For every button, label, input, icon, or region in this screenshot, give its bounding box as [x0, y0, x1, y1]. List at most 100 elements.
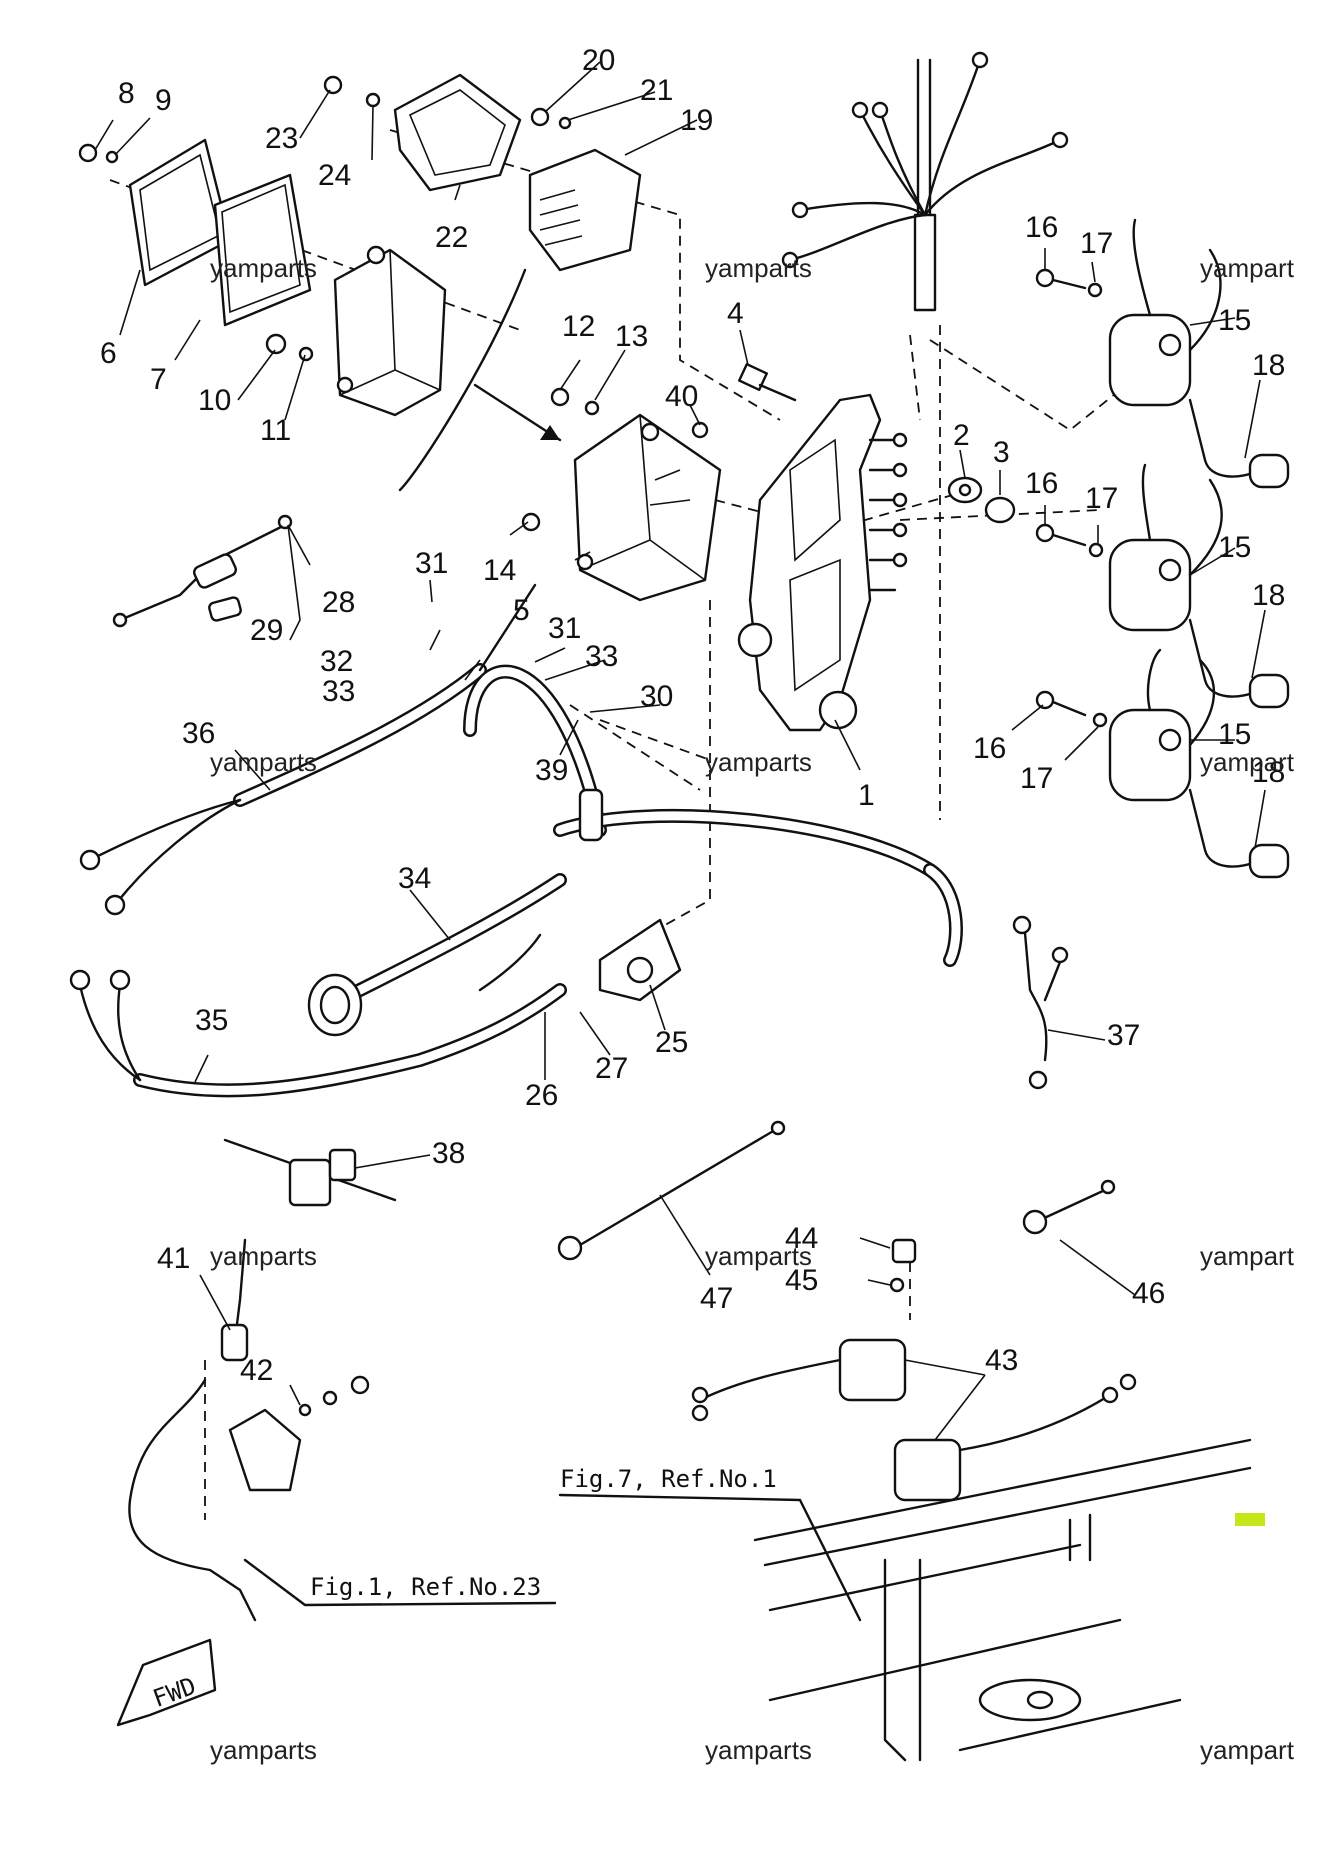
callout-label: 9	[155, 84, 172, 117]
watermarks: yamparts yamparts yampart yamparts yampa…	[210, 253, 1295, 1765]
part-cover-22	[393, 73, 522, 192]
ignition-coil-upper	[1108, 218, 1290, 489]
leader-curve	[398, 268, 527, 492]
watermark: yampart	[1200, 1735, 1295, 1765]
callout-label: 43	[985, 1344, 1018, 1377]
callout-label: 20	[582, 44, 615, 77]
callout-label: 32	[320, 645, 353, 678]
callout-label: 41	[157, 1242, 190, 1275]
part-cdi-unit-upper	[333, 245, 447, 417]
watermark: yamparts	[210, 253, 317, 283]
callout-label: 29	[250, 614, 283, 647]
callout-label: 33	[322, 675, 355, 708]
part-rectifier-19	[528, 148, 642, 272]
figure-ref-fig1: Fig.1, Ref.No.23	[310, 1573, 541, 1601]
callout-label: 3	[993, 436, 1010, 469]
callout-label: 40	[665, 380, 698, 413]
callout-label: 23	[265, 122, 298, 155]
callout-label: 46	[1132, 1277, 1165, 1310]
callout-label: 25	[655, 1026, 688, 1059]
callout-label: 12	[562, 310, 595, 343]
callout-label: 6	[100, 337, 117, 370]
part-gasket-7	[213, 173, 312, 327]
part-sensor-41-42	[128, 1238, 370, 1622]
callout-label: 15	[1218, 304, 1251, 337]
callout-label: 8	[118, 77, 135, 110]
callout-label: 1	[858, 779, 875, 812]
part-wire-37	[1012, 915, 1069, 1090]
callout-label: 17	[1080, 227, 1113, 260]
ignition-coil-middle	[1108, 463, 1290, 709]
callout-label: 15	[1218, 531, 1251, 564]
green-marker	[1235, 1513, 1265, 1526]
ignition-coil-lower	[1108, 648, 1290, 879]
watermark: yampart	[1200, 747, 1295, 777]
part-clamp-38	[223, 1138, 397, 1207]
callout-label: 5	[513, 594, 530, 627]
part-nut-washer	[947, 476, 1016, 524]
callout-label: 30	[640, 680, 673, 713]
callout-label: 21	[640, 74, 673, 107]
watermark: yamparts	[210, 1241, 317, 1271]
arrowhead	[540, 425, 560, 440]
watermark: yamparts	[705, 253, 812, 283]
wire-harness-34	[307, 873, 567, 1037]
watermark: yamparts	[210, 747, 317, 777]
callout-label: 16	[1025, 211, 1058, 244]
callout-label: 39	[535, 754, 568, 787]
watermark: yamparts	[705, 1241, 812, 1271]
callout-label: 28	[322, 586, 355, 619]
callout-label: 18	[1252, 756, 1285, 789]
part-wire-46	[1022, 1179, 1116, 1235]
callout-label: 27	[595, 1052, 628, 1085]
callout-label: 26	[525, 1079, 558, 1112]
callout-label: 31	[548, 612, 581, 645]
callout-label: 16	[973, 732, 1006, 765]
wire-harness-main	[781, 51, 1069, 312]
callout-label: 13	[615, 320, 648, 353]
fwd-arrow-icon	[116, 1638, 217, 1727]
callout-label: 17	[1020, 762, 1053, 795]
callout-label: 15	[1218, 718, 1251, 751]
callout-label: 42	[240, 1354, 273, 1387]
watermark: yampart	[1200, 253, 1295, 283]
watermark: yamparts	[210, 1735, 317, 1765]
callout-label: 11	[260, 414, 291, 447]
part-fuse-holder	[112, 514, 293, 628]
part-switch-25	[578, 788, 682, 1002]
callout-label: 14	[483, 554, 516, 587]
part-relays-43	[691, 1238, 1137, 1502]
leader-arrow-cdi	[473, 383, 562, 442]
wire-harness-36	[79, 583, 537, 916]
figref-leader-fig7	[558, 1493, 862, 1622]
callout-label: 47	[700, 1282, 733, 1315]
callout-label: 44	[785, 1222, 818, 1255]
callout-labels: 1 2 3 4 5 6 7 8 9 10 11 12 13 14 15 15 1…	[100, 44, 1285, 1387]
callout-label: 10	[198, 384, 231, 417]
callout-label: 4	[727, 297, 744, 330]
callout-label: 19	[680, 104, 713, 137]
wire-harness-loop	[463, 664, 963, 967]
coil-bolts	[1035, 268, 1108, 728]
callout-label: 18	[1252, 579, 1285, 612]
callout-label: 2	[953, 419, 970, 452]
callout-label: 38	[432, 1137, 465, 1170]
watermark: yamparts	[705, 747, 812, 777]
callout-label: 45	[785, 1264, 818, 1297]
callout-label: 36	[182, 717, 215, 750]
watermark: yamparts	[705, 1735, 812, 1765]
callout-label: 34	[398, 862, 431, 895]
figure-ref-fig7: Fig.7, Ref.No.1	[560, 1465, 777, 1493]
part-bolt-4	[738, 362, 797, 402]
callout-label: 22	[435, 221, 468, 254]
callout-label: 7	[150, 363, 167, 396]
callout-leaders	[94, 61, 1266, 1441]
engine-bed-frame	[753, 1438, 1252, 1762]
part-cdi-unit-5	[573, 413, 722, 602]
part-wire-47	[557, 1120, 786, 1261]
wire-harness-35	[69, 969, 567, 1098]
callout-label: 24	[318, 159, 351, 192]
figref-leader-fig1	[243, 1558, 557, 1607]
callout-label: 16	[1025, 467, 1058, 500]
